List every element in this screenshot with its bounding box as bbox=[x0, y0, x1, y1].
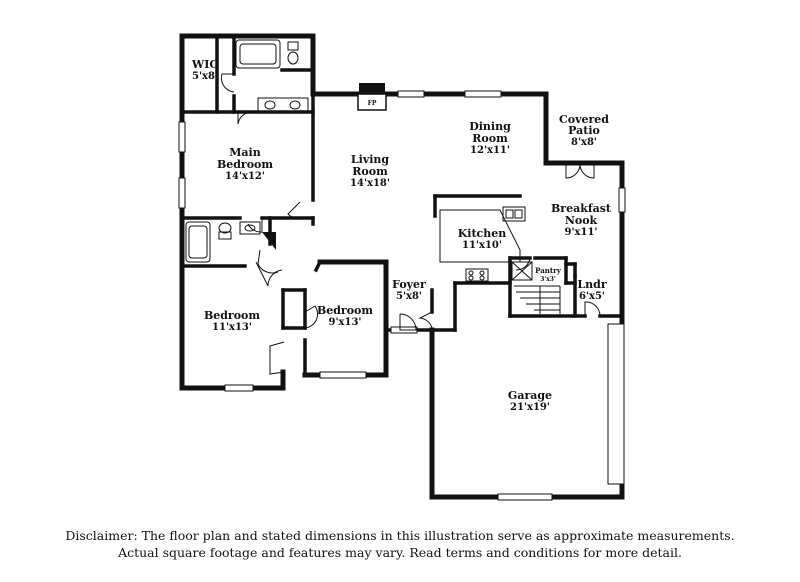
dining-room-name-1: Dining bbox=[469, 120, 511, 133]
fireplace-label: FP bbox=[368, 100, 377, 107]
wall-post bbox=[262, 232, 276, 250]
living-room-name-1: Living bbox=[351, 153, 389, 166]
living-room-name-2: Room bbox=[352, 165, 388, 178]
garage-name: Garage bbox=[508, 389, 552, 402]
disclaimer-line-1: Disclaimer: The floor plan and stated di… bbox=[65, 528, 735, 543]
covered-patio-dim: 8'x8' bbox=[571, 137, 597, 148]
breakfast-nook-name-2: Nook bbox=[565, 214, 598, 227]
laundry-name: Lndr bbox=[577, 278, 606, 291]
disclaimer: Disclaimer: The floor plan and stated di… bbox=[0, 527, 800, 561]
laundry-dim: 6'x5' bbox=[579, 291, 605, 302]
wic-name: WIC bbox=[191, 58, 218, 71]
fixtures bbox=[185, 39, 561, 314]
breakfast-nook-name-1: Breakfast bbox=[551, 202, 612, 215]
room-labels: WIC 5'x8' Main Bedroom 14'x12' Living Ro… bbox=[191, 58, 612, 413]
interior-walls bbox=[180, 34, 624, 377]
floor-plan: FP bbox=[178, 33, 626, 501]
main-bedroom-name-2: Bedroom bbox=[217, 158, 273, 171]
wic-dim: 5'x8' bbox=[192, 71, 218, 82]
disclaimer-line-2: Actual square footage and features may v… bbox=[118, 545, 682, 560]
pantry-dim: 3'x3' bbox=[540, 276, 556, 283]
covered-patio-name-1: Covered bbox=[559, 113, 609, 126]
foyer-name: Foyer bbox=[392, 278, 426, 291]
main-bedroom-dim: 14'x12' bbox=[225, 171, 265, 182]
breakfast-nook-dim: 9'x11' bbox=[565, 227, 598, 238]
pantry-name: Pantry bbox=[535, 266, 562, 275]
dining-room-dim: 12'x11' bbox=[470, 145, 510, 156]
door-swings bbox=[220, 73, 601, 375]
living-room-dim: 14'x18' bbox=[350, 178, 390, 189]
dining-room-name-2: Room bbox=[472, 132, 508, 145]
kitchen-dim: 11'x10' bbox=[462, 240, 502, 251]
bedroom-mid-dim: 9'x13' bbox=[329, 317, 362, 328]
bedroom-left-dim: 11'x13' bbox=[212, 322, 252, 333]
fireplace: FP bbox=[357, 83, 387, 111]
garage-door bbox=[607, 323, 625, 485]
covered-patio-name-2: Patio bbox=[568, 124, 600, 137]
garage-dim: 21'x19' bbox=[510, 402, 550, 413]
bedroom-mid-name: Bedroom bbox=[317, 304, 373, 317]
bedroom-left-name: Bedroom bbox=[204, 309, 260, 322]
foyer-dim: 5'x8' bbox=[396, 291, 422, 302]
kitchen-name: Kitchen bbox=[458, 227, 507, 240]
main-bedroom-name-1: Main bbox=[229, 146, 260, 159]
